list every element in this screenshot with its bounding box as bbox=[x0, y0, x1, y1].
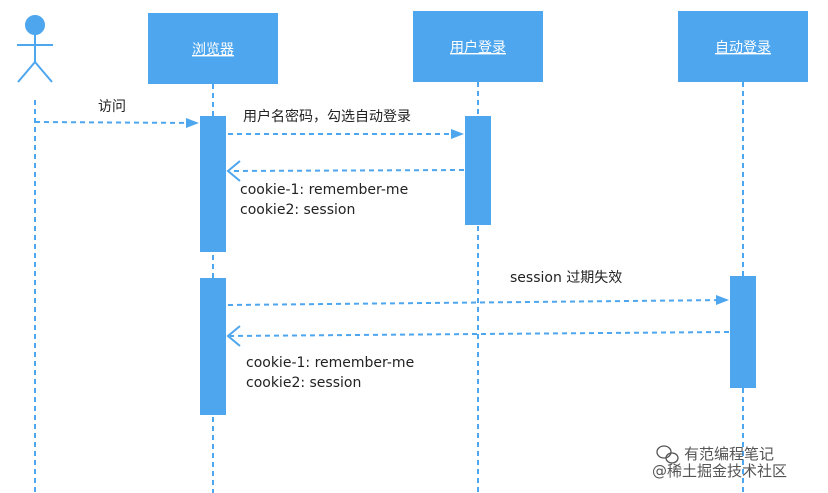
message-cookie-reply-line2: cookie2: session bbox=[240, 202, 355, 218]
message-cookie-reply-arrow bbox=[229, 169, 465, 172]
message-cookie-reply-line1: cookie-1: remember-me bbox=[240, 182, 408, 198]
participant-auto-login-label: 自动登录 bbox=[715, 40, 771, 56]
participant-browser: 浏览器 bbox=[148, 13, 278, 84]
watermark-line2: @稀土掘金技术社区 bbox=[652, 462, 787, 480]
arrow-head bbox=[186, 118, 199, 128]
message-visit-arrow bbox=[34, 121, 198, 124]
arrow-head-open bbox=[226, 160, 241, 182]
message-credentials-label: 用户名密码，勾选自动登录 bbox=[243, 108, 411, 125]
participant-browser-label: 浏览器 bbox=[192, 42, 234, 58]
participant-user-login-label: 用户登录 bbox=[450, 39, 506, 56]
browser-activation-1 bbox=[200, 116, 226, 252]
wechat-icon bbox=[656, 445, 679, 464]
message-visit-label: 访问 bbox=[98, 99, 126, 115]
message-cookie-reply-2-line2: cookie2: session bbox=[246, 375, 361, 391]
message-session-expired-label: session 过期失效 bbox=[510, 270, 622, 286]
participant-user-login: 用户登录 bbox=[413, 11, 543, 82]
message-session-expired-arrow bbox=[227, 299, 728, 306]
user-login-activation bbox=[465, 116, 491, 225]
arrow-head-open bbox=[226, 325, 241, 347]
watermark-line1: 有范编程笔记 bbox=[684, 445, 774, 463]
participant-auto-login: 自动登录 bbox=[678, 11, 808, 82]
stick-figure-icon bbox=[17, 15, 53, 83]
auto-login-activation bbox=[730, 276, 756, 388]
arrow-head bbox=[451, 129, 464, 139]
browser-activation-2 bbox=[200, 278, 226, 415]
message-cookie-reply-2-line1: cookie-1: remember-me bbox=[246, 355, 414, 371]
arrow-head bbox=[716, 295, 729, 305]
message-cookie-reply-2-arrow bbox=[229, 331, 730, 337]
